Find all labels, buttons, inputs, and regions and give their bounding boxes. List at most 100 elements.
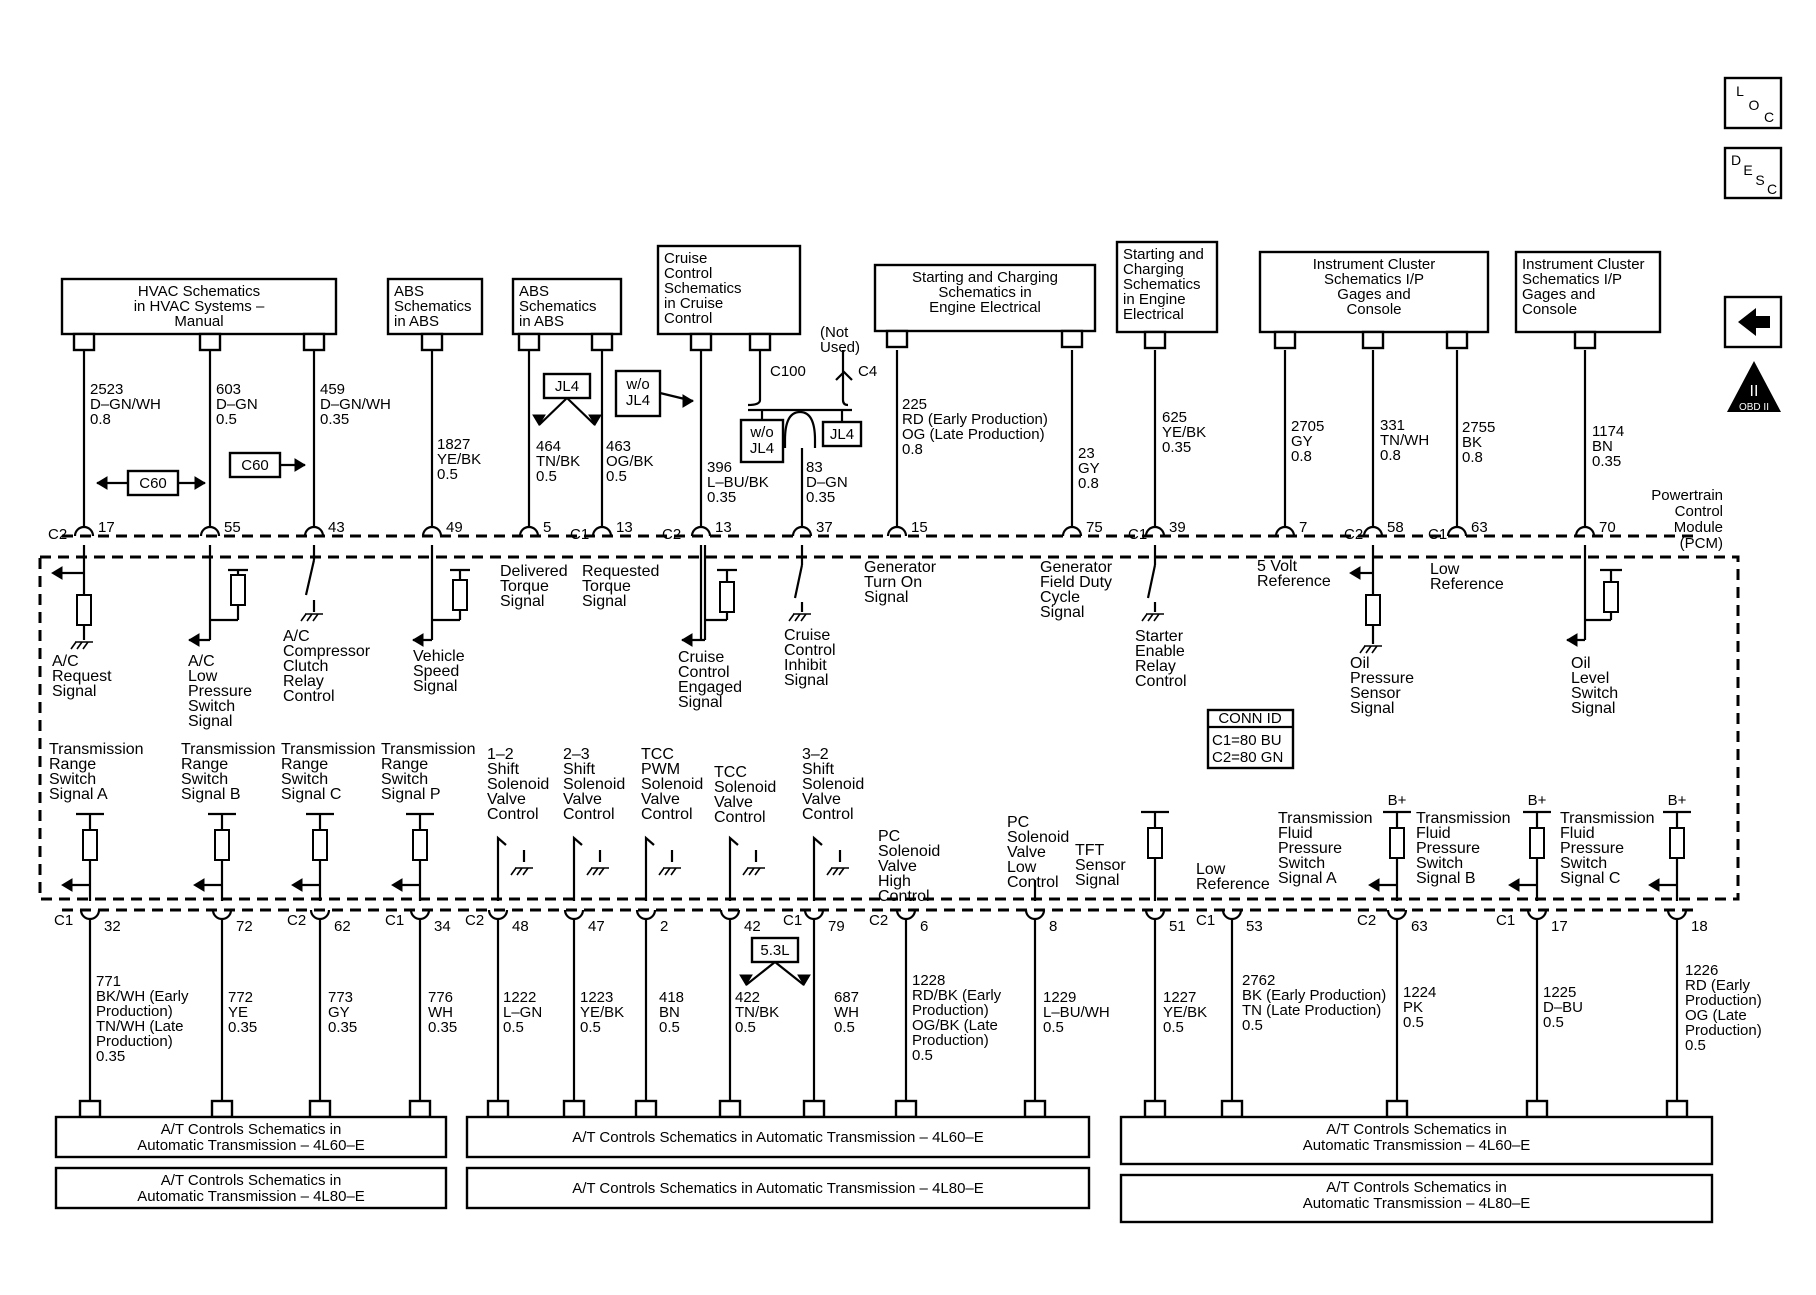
circuit-label: TN/WH [1380, 432, 1429, 449]
circuit-label: Production) [1685, 992, 1762, 1009]
obd-ii-label: OBD II [1739, 402, 1769, 413]
ref-box-pin [748, 332, 772, 352]
signal-label: Solenoid [641, 776, 703, 793]
circuit-label: Production) [912, 1002, 989, 1019]
circuit-label: 0.35 [806, 489, 835, 506]
solenoid-contact [812, 835, 823, 862]
not-used-label: Used) [820, 339, 860, 356]
circuit-label: 0.8 [90, 411, 111, 428]
signal-label: Solenoid [487, 776, 549, 793]
signal-label: Enable [1135, 643, 1185, 660]
circuit-label: 0.5 [659, 1019, 680, 1036]
circuit-label: 0.8 [902, 441, 923, 458]
arrow-head [294, 458, 306, 472]
circuit-label: 0.5 [1685, 1037, 1706, 1054]
circuit-label: OG/BK [606, 453, 654, 470]
ground-hatch [664, 867, 671, 876]
ref-box-label: ABS [394, 283, 424, 300]
loc-letter: C [1764, 109, 1774, 125]
signal-label: Pressure [1278, 840, 1342, 857]
circuit-label: 2523 [90, 381, 123, 398]
ground-hatch [522, 867, 529, 876]
ref-box-label: Schematics [394, 298, 472, 315]
circuit-label: 463 [606, 438, 631, 455]
signal-label: Range [281, 756, 328, 773]
pin-number: 55 [224, 519, 241, 536]
circuit-label: 1226 [1685, 962, 1718, 979]
connector-arc [1446, 525, 1468, 537]
signal-label: Pressure [1560, 840, 1624, 857]
pcm-label: Module [1674, 519, 1723, 536]
signal-label: Fluid [1416, 825, 1451, 842]
jl4-label: JL4 [555, 378, 579, 395]
c60-box-a [126, 469, 180, 497]
connector-label: C1 [54, 912, 73, 929]
ref-box-pin [1060, 329, 1084, 349]
loc-button[interactable] [1723, 76, 1783, 130]
signal-label: TCC [641, 746, 674, 763]
pin-number: 17 [1551, 918, 1568, 935]
circuit-label: 772 [228, 989, 253, 1006]
connector-arc [591, 525, 613, 537]
signal-label: Range [381, 756, 428, 773]
circuit-label: 0.35 [428, 1019, 457, 1036]
pin-number: 79 [828, 918, 845, 935]
circuit-label: 225 [902, 396, 927, 413]
circuit-label: 0.5 [580, 1019, 601, 1036]
bottom-ref-box-4 [1119, 1115, 1714, 1166]
signal-label: Control [878, 888, 930, 905]
signal-label: Switch [281, 771, 328, 788]
signal-label: Control [283, 688, 335, 705]
ref-box-pin [689, 332, 713, 352]
jl4-stubs [760, 410, 844, 422]
circuit-label: 1222 [503, 989, 536, 1006]
circuit-label: OG (Late [1685, 1007, 1747, 1024]
circuit-label: 0.35 [1162, 439, 1191, 456]
ref-box-label: Console [1522, 301, 1577, 318]
signal-label: Switch [188, 698, 235, 715]
signal-label: Control [1007, 874, 1059, 891]
ref-box-pin [1573, 330, 1597, 350]
signal-label: Control [784, 642, 836, 659]
ground-hatch [832, 867, 839, 876]
circuit-label: BN [659, 1004, 680, 1021]
ground-hatch [586, 867, 593, 876]
circuit-label: YE/BK [580, 1004, 624, 1021]
circuit-label: 773 [328, 989, 353, 1006]
resistor-icon [1389, 827, 1405, 859]
desc-letter: D [1731, 152, 1741, 168]
signal-label: Cycle [1040, 589, 1080, 606]
ground-hatch [800, 613, 807, 622]
circuit-label: Production) [96, 1003, 173, 1020]
pin-number: 49 [446, 519, 463, 536]
signal-label: PWM [641, 761, 680, 778]
conn-id-c2: C2=80 GN [1212, 749, 1283, 766]
circuit-label: 0.8 [1078, 475, 1099, 492]
signal-label: Signal [784, 672, 828, 689]
circuit-label: 0.5 [437, 466, 458, 483]
bottom-ref-label: A/T Controls Schematics in Automatic Tra… [572, 1129, 984, 1146]
circuit-label: RD (Early [1685, 977, 1751, 994]
bottom-pin-stub [1525, 1099, 1549, 1119]
pin-number: 51 [1169, 918, 1186, 935]
bottom-ref-box-2 [465, 1115, 1091, 1159]
arrow-head [412, 633, 424, 647]
bottom-ref-box-5 [1119, 1173, 1714, 1224]
c60-label: C60 [139, 475, 167, 492]
ref-box-label: in ABS [394, 313, 439, 330]
signal-label: Signal [188, 713, 232, 730]
ref-box-label: Instrument Cluster [1313, 256, 1436, 273]
ref-box-label: Schematics [664, 280, 742, 297]
signal-label: Valve [878, 858, 917, 875]
circuit-label: YE/BK [1163, 1004, 1207, 1021]
c60-label: C60 [241, 457, 269, 474]
signal-label: Solenoid [714, 779, 776, 796]
signal-label: Pressure [1416, 840, 1480, 857]
signal-label: 1–2 [487, 746, 514, 763]
ground-hatch [598, 867, 605, 876]
ground-hatch [658, 867, 665, 876]
signal-label: A/C [52, 653, 79, 670]
desc-button[interactable] [1723, 146, 1783, 200]
